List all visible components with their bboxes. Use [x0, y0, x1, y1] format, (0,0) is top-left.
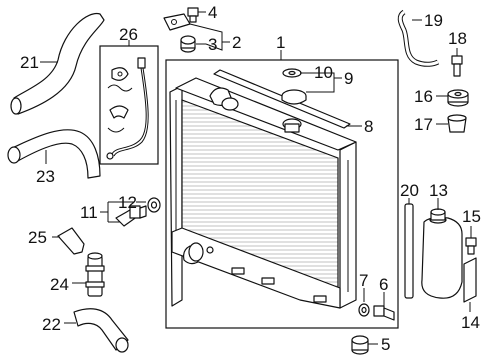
tank-mount-bolt: [465, 237, 477, 255]
callout-22: 22: [42, 315, 61, 334]
o-ring: [147, 197, 161, 213]
bolt: [187, 7, 199, 23]
callout-25: 25: [28, 228, 47, 247]
callout-9: 9: [344, 69, 353, 88]
radiator: [169, 77, 357, 309]
leader-2-3: [189, 23, 230, 51]
callout-19: 19: [424, 11, 443, 30]
callout-1: 1: [276, 33, 285, 52]
callout-16: 16: [414, 87, 433, 106]
drain-plug: [373, 305, 395, 321]
nut: [180, 35, 196, 53]
callout-2: 2: [232, 33, 241, 52]
tank-bracket: [463, 257, 477, 303]
leader-9-10: [300, 72, 342, 93]
pipe-fitting: [57, 227, 85, 255]
wire-harness: [106, 57, 149, 160]
callout-15: 15: [462, 207, 481, 226]
elbow-hose: [73, 308, 129, 351]
callout-20: 20: [400, 181, 419, 200]
sensor: [115, 205, 147, 227]
reserve-tank: [421, 208, 463, 299]
connector-pipe: [85, 252, 105, 297]
radiator-assembly-frame: [165, 59, 399, 329]
callout-21: 21: [20, 53, 39, 72]
callout-7: 7: [359, 271, 368, 290]
cushion: [447, 114, 467, 133]
leader-11: [100, 201, 134, 223]
bracket: [163, 13, 191, 31]
callout-6: 6: [379, 275, 388, 294]
callout-18: 18: [448, 29, 467, 48]
callout-11: 11: [80, 203, 98, 222]
callout-17: 17: [414, 115, 433, 134]
tank-bolt: [451, 55, 463, 77]
callout-12: 12: [118, 193, 137, 212]
grommet: [447, 89, 469, 107]
callout-23: 23: [36, 167, 55, 186]
mount-nut: [351, 335, 369, 355]
callout-10: 10: [314, 63, 333, 82]
callout-4: 4: [208, 3, 217, 22]
callout-5: 5: [381, 335, 390, 354]
callout-3: 3: [208, 35, 217, 54]
callout-14: 14: [461, 313, 480, 332]
radiator-cap: [281, 89, 307, 105]
lower-hose: [11, 129, 101, 179]
callout-13: 13: [429, 181, 448, 200]
reserve-tube: [404, 203, 414, 299]
callout-24: 24: [50, 275, 69, 294]
callout-26: 26: [119, 25, 138, 44]
callout-8: 8: [364, 117, 373, 136]
